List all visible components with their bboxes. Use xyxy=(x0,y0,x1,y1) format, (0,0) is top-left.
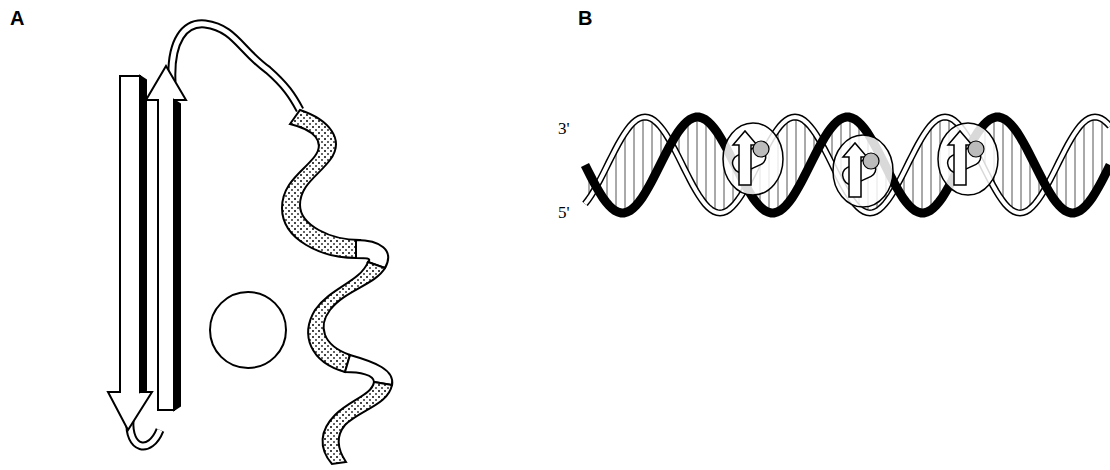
strand-end-label: 5' xyxy=(558,204,570,221)
base-pair xyxy=(634,122,635,208)
beta-arrow xyxy=(948,131,972,185)
zinc-finger-domains xyxy=(723,123,998,207)
base-pair xyxy=(1066,148,1067,211)
panel-label: B xyxy=(578,8,592,28)
base-pair xyxy=(1003,118,1004,201)
beta-hairpin xyxy=(108,24,300,446)
dna-strand xyxy=(585,117,1110,213)
base-pair xyxy=(1084,122,1085,208)
base-pair xyxy=(616,148,617,211)
strand-end-label: 3' xyxy=(558,120,570,137)
base-pair xyxy=(625,133,626,213)
base-pair xyxy=(706,120,707,205)
base-pair xyxy=(796,117,797,192)
base-pair xyxy=(1093,117,1094,196)
zinc-finger xyxy=(938,123,998,195)
base-pair xyxy=(787,120,788,205)
base-pair xyxy=(1021,138,1022,213)
base-pair xyxy=(697,117,698,192)
base-pair xyxy=(1075,133,1076,213)
base-pair xyxy=(715,129,716,212)
dna-strand xyxy=(585,117,1110,213)
base-pair xyxy=(1012,126,1013,211)
zinc-ion xyxy=(968,141,984,157)
dna-strand xyxy=(585,117,1110,213)
base-pair xyxy=(931,125,932,210)
zinc-finger xyxy=(833,135,893,207)
panel-label: A xyxy=(10,8,24,28)
beta-arrow xyxy=(843,143,867,197)
beta-arrow xyxy=(733,131,757,185)
finger-outline xyxy=(723,123,783,195)
zinc-ion xyxy=(210,292,286,368)
dna-double-helix xyxy=(585,117,1110,213)
finger-outline xyxy=(938,123,998,195)
zinc-finger xyxy=(723,123,783,195)
finger-outline xyxy=(833,135,893,207)
zinc-ion xyxy=(753,141,769,157)
base-pair xyxy=(643,117,644,196)
alpha-helix xyxy=(282,110,392,464)
base-pair xyxy=(922,138,923,213)
zinc-ion xyxy=(863,153,879,169)
